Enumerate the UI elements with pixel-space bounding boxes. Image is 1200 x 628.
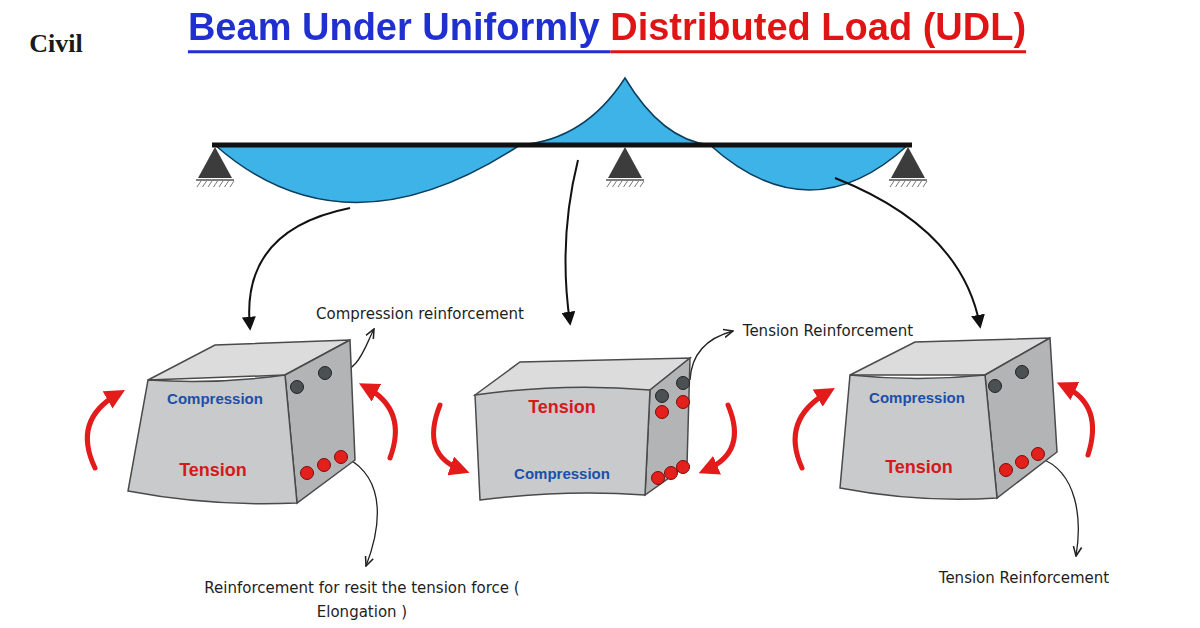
callout-label: Reinforcement for resit the tension forc… — [190, 576, 535, 624]
callout-label: Tension Reinforcement — [743, 319, 913, 343]
support-hatch — [624, 181, 628, 187]
supports — [196, 147, 927, 187]
block-outline — [835, 330, 1065, 510]
tension-bar — [1032, 448, 1045, 461]
sagging-moment — [710, 145, 908, 190]
support-hatch — [607, 181, 611, 187]
support-hatch — [901, 181, 905, 187]
beam-section-block: CompressionTension — [835, 330, 1065, 510]
support-hatch — [219, 181, 223, 187]
compression-bar — [677, 377, 690, 390]
support-hatch — [918, 181, 922, 187]
compression-bar — [656, 390, 669, 403]
support-triangle — [891, 147, 925, 178]
support-base — [196, 179, 234, 181]
tension-bar — [656, 406, 669, 419]
support-base — [889, 179, 927, 181]
compression-bar — [291, 381, 304, 394]
hogging-moment — [520, 78, 710, 145]
support-triangle — [608, 147, 642, 178]
tension-bar — [1016, 456, 1029, 469]
tension-bar — [1000, 464, 1013, 477]
compression-bar — [1016, 366, 1029, 379]
leader-lines — [330, 329, 1078, 566]
support-hatch — [640, 181, 644, 187]
support-hatch — [613, 181, 617, 187]
block-side-face — [985, 338, 1057, 498]
beam-section-block: CompressionTension — [125, 335, 360, 510]
support-hatch — [197, 181, 201, 187]
stress-zone-label: Tension — [885, 458, 953, 478]
support-hatch — [907, 181, 911, 187]
tension-bar — [335, 451, 348, 464]
support-hatch — [208, 181, 212, 187]
block-outline — [125, 335, 360, 510]
tension-bar — [318, 459, 331, 472]
support-hatch — [890, 181, 894, 187]
stress-zone-label: Tension — [179, 461, 247, 481]
support-triangle — [198, 147, 232, 178]
logo-text: Civil — [29, 30, 82, 59]
stress-zone-label: Compression — [869, 390, 965, 407]
block-front-face — [475, 387, 650, 500]
tension-bar — [677, 461, 690, 474]
pointer-arrow — [566, 160, 579, 323]
stress-zone-label: Tension — [528, 398, 596, 418]
pointer-arrow — [835, 178, 980, 326]
title-underline — [188, 50, 610, 53]
compression-bar — [319, 367, 332, 380]
beam-section-block: TensionCompression — [465, 350, 700, 505]
tension-bar — [301, 467, 314, 480]
stress-zone-label: Compression — [167, 391, 263, 408]
support-hatch — [225, 181, 229, 187]
support-hatch — [912, 181, 916, 187]
block-front-face — [840, 375, 997, 499]
title-underline — [610, 50, 1026, 53]
block-side-face — [285, 340, 355, 503]
sagging-moment — [215, 145, 520, 203]
callout-label: Tension Reinforcement — [939, 566, 1109, 590]
support-hatch — [923, 181, 927, 187]
support-hatch — [629, 181, 633, 187]
support-hatch — [214, 181, 218, 187]
support-hatch — [618, 181, 622, 187]
support-hatch — [230, 181, 234, 187]
stress-zone-label: Compression — [514, 466, 610, 483]
support-base — [606, 179, 644, 181]
callout-label: Compression reinforcement — [316, 302, 524, 326]
support-hatch — [896, 181, 900, 187]
compression-bar — [989, 380, 1002, 393]
block-side-face — [645, 358, 690, 495]
support-hatch — [635, 181, 639, 187]
tension-bar — [652, 472, 665, 485]
beam — [212, 143, 912, 148]
tension-bar — [677, 396, 690, 409]
tension-bar — [665, 467, 678, 480]
block-front-face — [128, 375, 297, 504]
support-hatch — [203, 181, 207, 187]
title: Beam Under Uniformly Distributed Load (U… — [188, 6, 1026, 50]
